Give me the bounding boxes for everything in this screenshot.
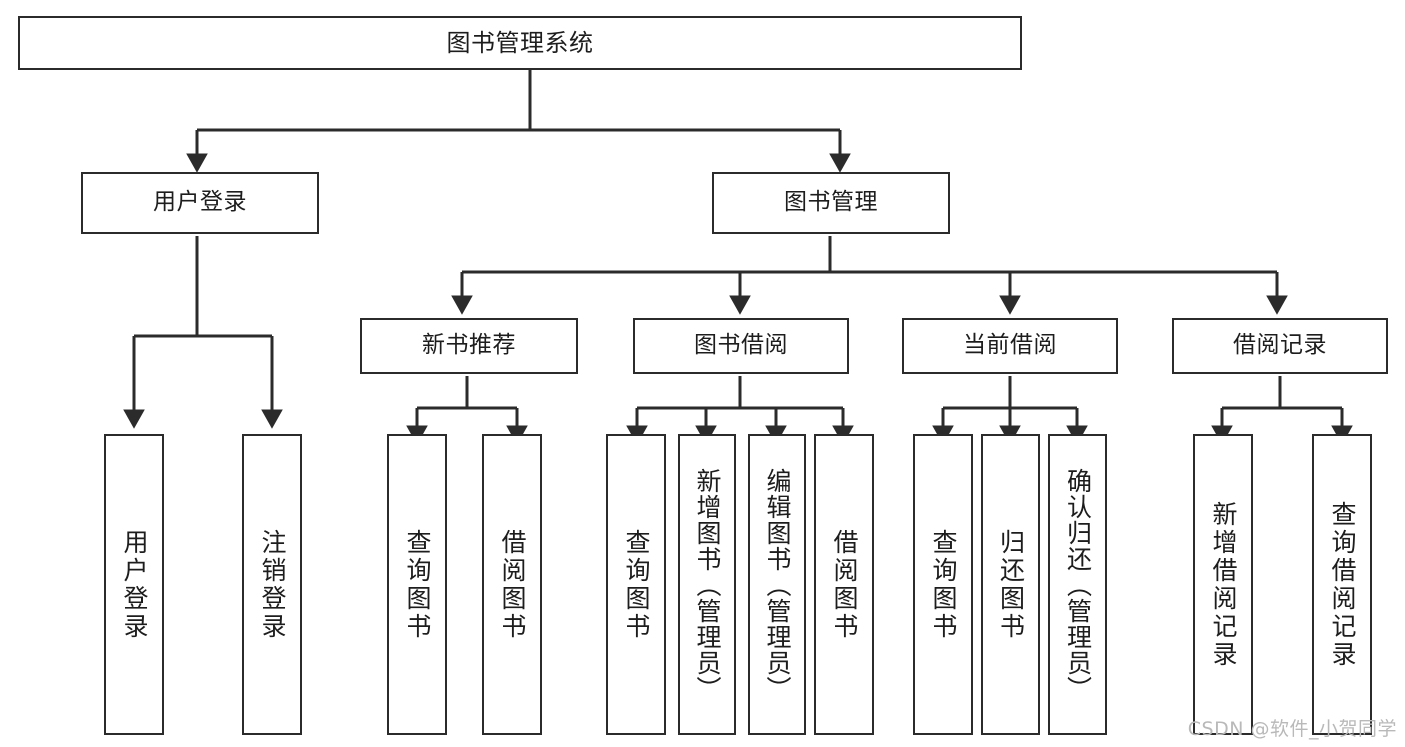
node-book-borrow[interactable]: 图书借阅 — [633, 318, 849, 374]
node-user-login[interactable]: 用户登录 — [81, 172, 319, 234]
csdn-watermark: CSDN @软件_小贺同学 — [1187, 718, 1397, 740]
leaf-user-login-1[interactable]: 用户登录 — [104, 434, 164, 735]
leaf-label: 确认归还（管理员） — [1063, 467, 1093, 702]
leaf-book-borrow-3[interactable]: 编辑图书（管理员） — [748, 434, 806, 735]
node-new-book-recommend[interactable]: 新书推荐 — [360, 318, 578, 374]
leaf-current-borrow-3[interactable]: 确认归还（管理员） — [1048, 434, 1107, 735]
leaf-label: 新增图书（管理员） — [693, 467, 722, 702]
node-borrow-record-label: 借阅记录 — [1233, 332, 1327, 359]
leaf-label: 归还图书 — [996, 528, 1026, 641]
leaf-label: 注销登录 — [258, 528, 287, 641]
leaf-label: 借阅图书 — [498, 528, 527, 641]
node-new-book-recommend-label: 新书推荐 — [422, 332, 516, 359]
node-current-borrow-label: 当前借阅 — [963, 332, 1057, 359]
node-book-borrow-label: 图书借阅 — [694, 332, 788, 359]
leaf-book-borrow-4[interactable]: 借阅图书 — [814, 434, 874, 735]
leaf-label: 编辑图书（管理员） — [763, 467, 792, 702]
leaf-label: 新增借阅记录 — [1209, 500, 1238, 669]
node-borrow-record[interactable]: 借阅记录 — [1172, 318, 1388, 374]
leaf-label: 查询图书 — [929, 528, 958, 641]
node-user-login-label: 用户登录 — [153, 189, 247, 216]
leaf-label: 查询图书 — [403, 528, 432, 641]
leaf-label: 查询图书 — [622, 528, 651, 641]
leaf-label: 借阅图书 — [830, 528, 859, 641]
node-book-manage[interactable]: 图书管理 — [712, 172, 950, 234]
leaf-book-borrow-1[interactable]: 查询图书 — [606, 434, 666, 735]
node-root-label: 图书管理系统 — [446, 28, 594, 57]
leaf-new-book-recommend-2[interactable]: 借阅图书 — [482, 434, 542, 735]
leaf-borrow-record-1[interactable]: 新增借阅记录 — [1193, 434, 1253, 735]
leaf-current-borrow-1[interactable]: 查询图书 — [913, 434, 973, 735]
leaf-new-book-recommend-1[interactable]: 查询图书 — [387, 434, 447, 735]
leaf-label: 用户登录 — [120, 528, 149, 641]
leaf-book-borrow-2[interactable]: 新增图书（管理员） — [678, 434, 736, 735]
leaf-borrow-record-2[interactable]: 查询借阅记录 — [1312, 434, 1372, 735]
leaf-label: 查询借阅记录 — [1328, 500, 1357, 669]
node-book-manage-label: 图书管理 — [784, 189, 878, 216]
node-root[interactable]: 图书管理系统 — [18, 16, 1022, 70]
node-current-borrow[interactable]: 当前借阅 — [902, 318, 1118, 374]
leaf-user-login-2[interactable]: 注销登录 — [242, 434, 302, 735]
leaf-current-borrow-2[interactable]: 归还图书 — [981, 434, 1040, 735]
